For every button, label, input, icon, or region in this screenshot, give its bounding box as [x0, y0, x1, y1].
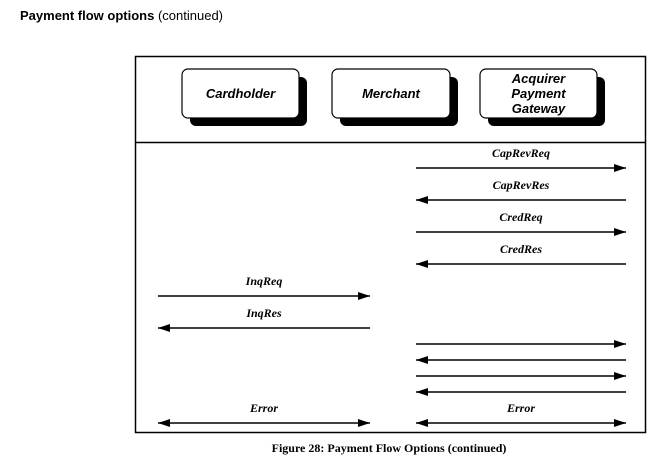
- participant-box: [479, 68, 598, 119]
- message-label: CapRevReq: [492, 146, 550, 160]
- heading-suffix: (continued): [157, 8, 224, 23]
- figure-caption: Figure 28: Payment Flow Options (continu…: [271, 441, 507, 455]
- message-error: Error: [158, 401, 370, 427]
- message-label: InqRes: [245, 306, 282, 320]
- heading-title: Payment flow options: [20, 8, 155, 23]
- participant-box: [331, 68, 451, 119]
- message-credres: CredRes: [416, 242, 626, 268]
- participant-label: Cardholder: [206, 86, 276, 101]
- sequence-diagram: Cardholder Merchant AcquirerPaymentGateway…: [134, 55, 647, 434]
- participant-merchant: Merchant: [331, 68, 458, 126]
- messages-layer: CapRevReqCapRevResCredReqCredResInqReqIn…: [158, 146, 626, 427]
- message-credreq: CredReq: [416, 210, 626, 236]
- participant-cardholder: Cardholder: [181, 68, 307, 126]
- diagram-frame: [134, 55, 647, 434]
- participant-label: Merchant: [362, 86, 420, 101]
- message-label: CapRevRes: [493, 178, 550, 192]
- message-inqreq: InqReq: [158, 274, 370, 300]
- participant-label: Acquirer: [511, 71, 566, 86]
- message-label: Error: [506, 401, 535, 415]
- participant-label: Payment: [511, 86, 566, 101]
- message-label: InqReq: [245, 274, 283, 288]
- message-error: Error: [416, 401, 626, 427]
- participant-box: [181, 68, 300, 119]
- message-label: Error: [249, 401, 278, 415]
- participant-label: Gateway: [512, 101, 566, 116]
- message-label: CredReq: [499, 210, 542, 224]
- section-heading: Payment flow options (continued): [20, 8, 223, 23]
- message-caprevres: CapRevRes: [416, 178, 626, 204]
- message-caprevreq: CapRevReq: [416, 146, 626, 172]
- message-label: CredRes: [500, 242, 542, 256]
- message-inqres: InqRes: [158, 306, 370, 332]
